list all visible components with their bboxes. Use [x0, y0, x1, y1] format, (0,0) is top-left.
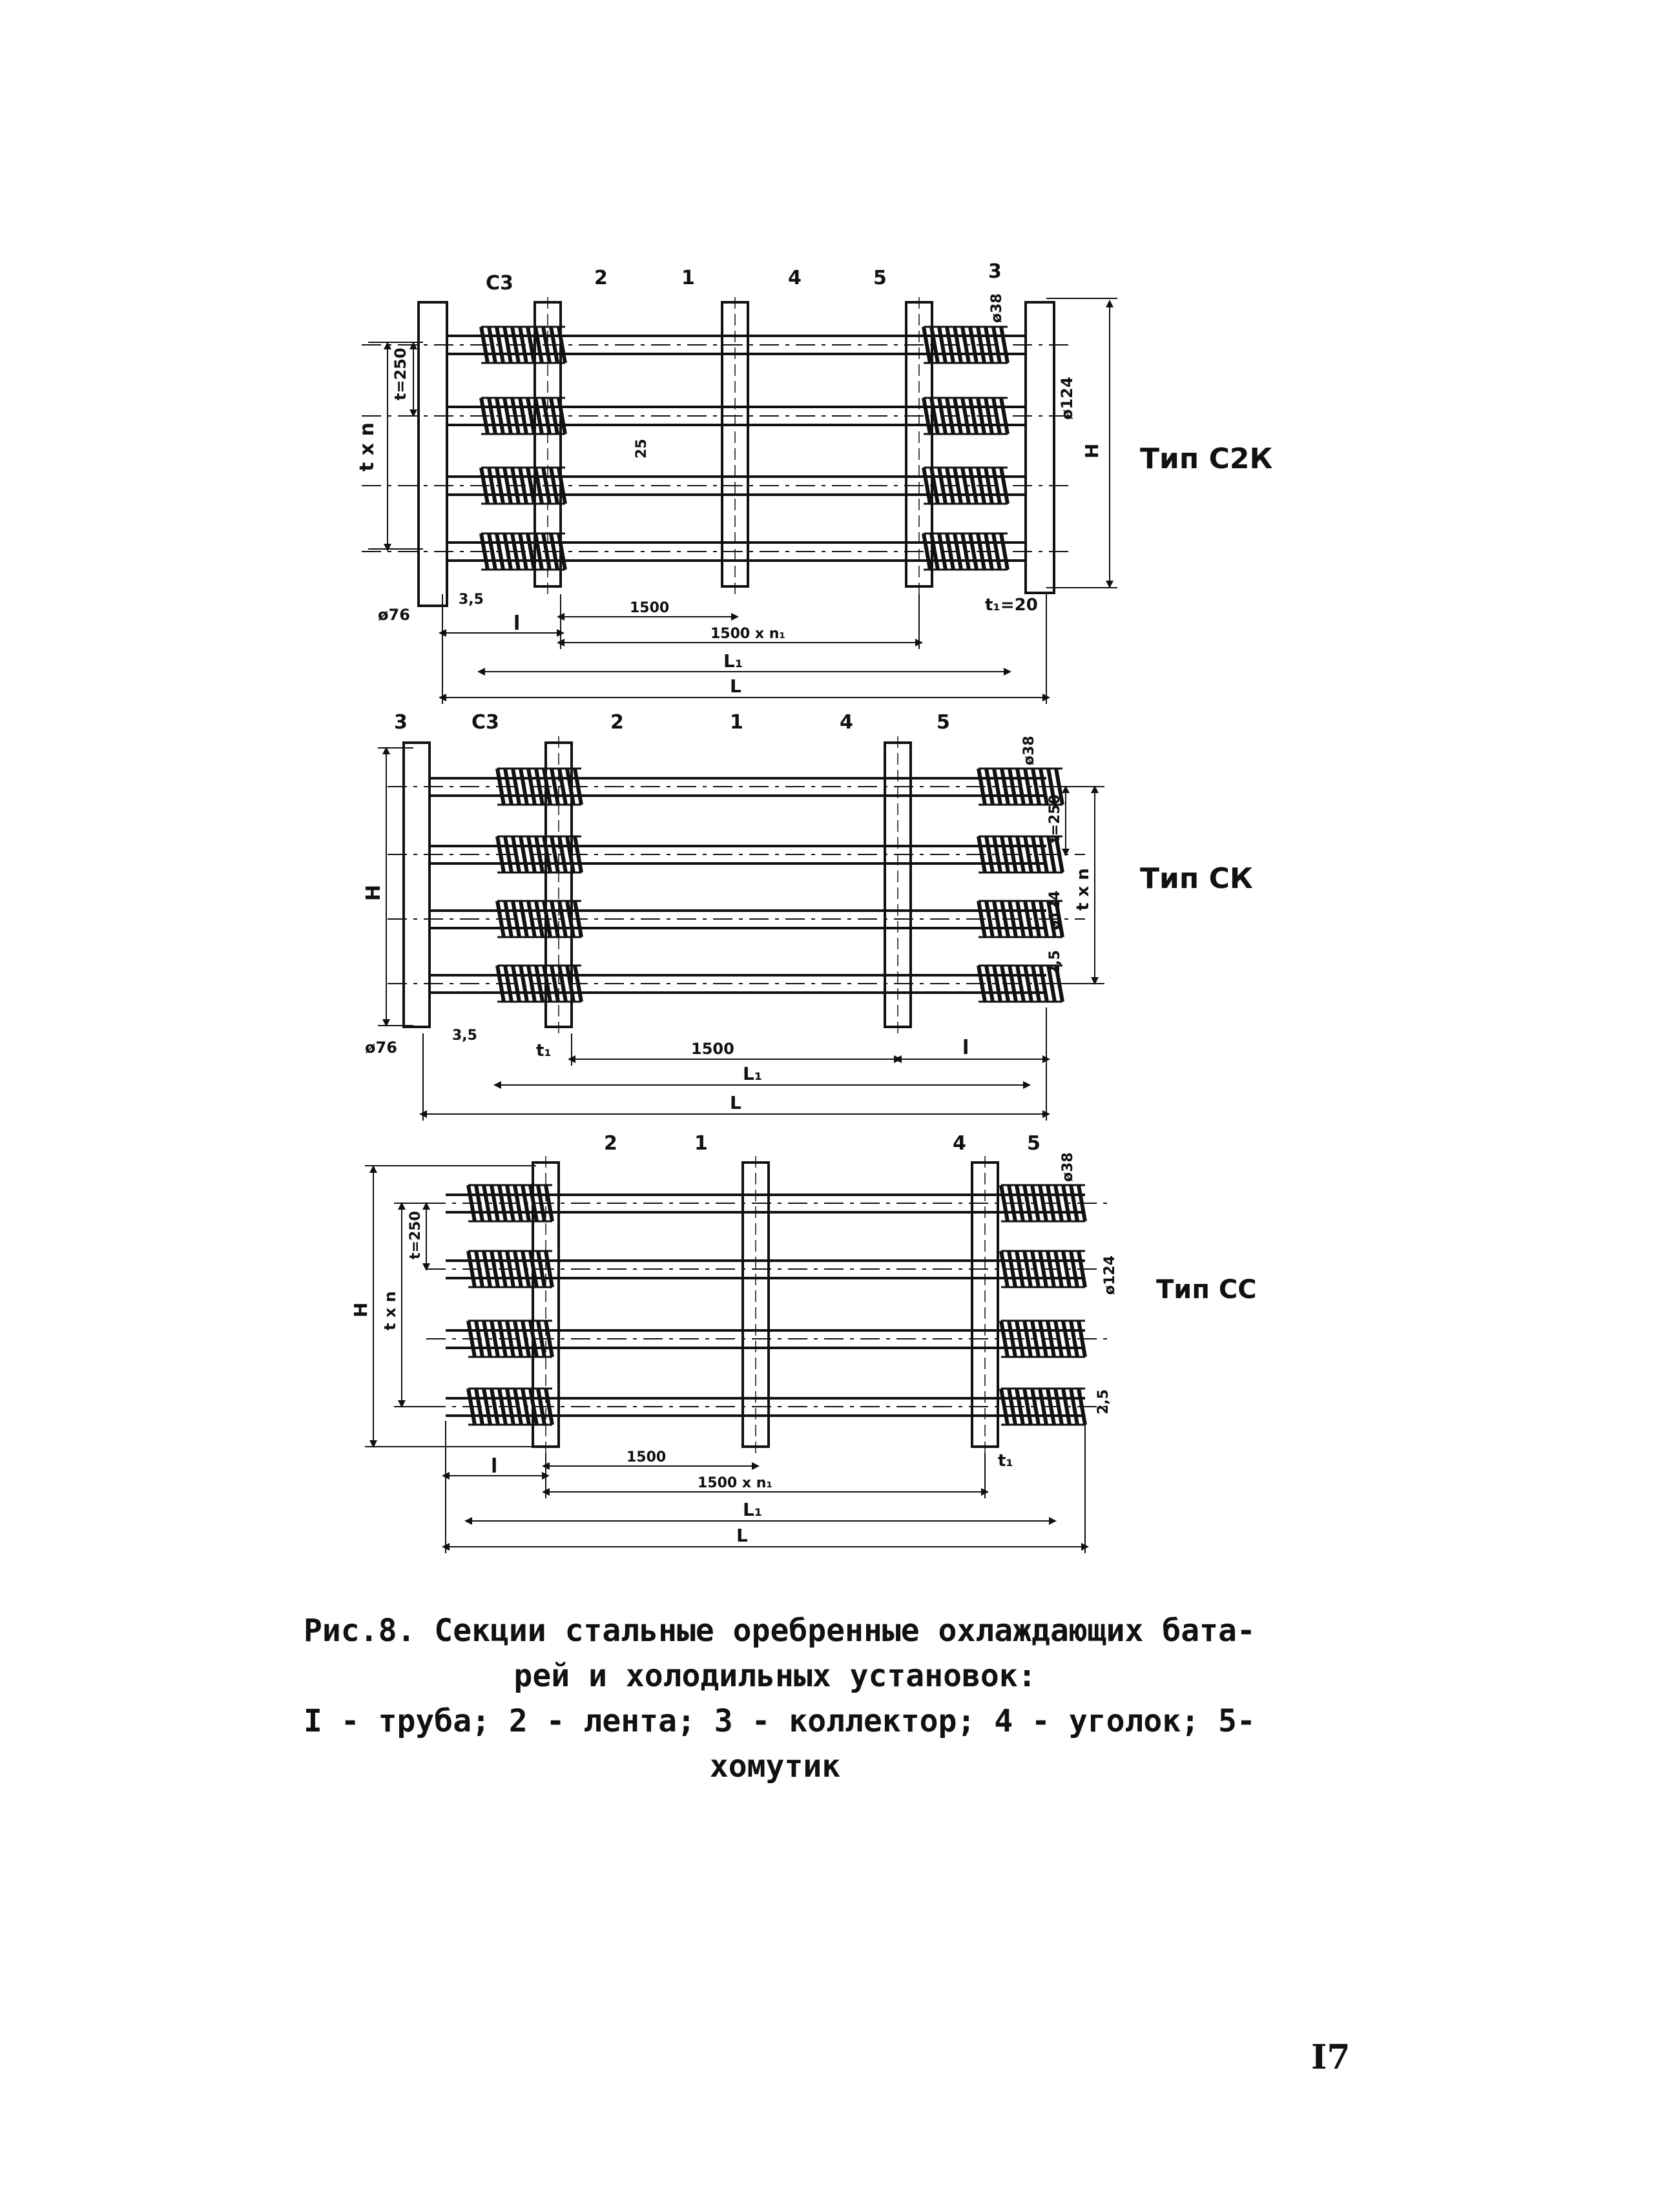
caption-line-3: I - труба; 2 - лента; 3 - коллектор; 4 -…: [304, 1703, 1256, 1739]
fig1-callout-2: 2: [594, 267, 608, 289]
fig3-type-label: Тип СС: [1156, 1275, 1257, 1305]
fig3-dim-tn: t x n: [381, 1291, 399, 1330]
caption-line-1: Рис.8. Секции стальные оребренные охлажд…: [304, 1613, 1256, 1649]
fig1-dim-d124: ø124: [1058, 377, 1076, 420]
fig2-dim-d25: 2,5: [1047, 950, 1063, 975]
fig2-dim-1500: 1500: [691, 1040, 734, 1058]
fig3-dim-1500n: 1500 x n₁: [698, 1475, 772, 1491]
fig2-dim-t: t=250: [1047, 794, 1063, 843]
fig1-dim-d25: 25: [634, 439, 650, 459]
figure-ck: 3 С3 2 1 4 5 Тип СК H t x n t=250 ø124 2…: [362, 711, 1253, 1121]
fig2-dim-l: l: [962, 1037, 969, 1059]
fig1-dim-l: l: [513, 612, 520, 635]
fig1-callout-c3: С3: [486, 272, 513, 295]
fig2-dim-d35: 3,5: [452, 1028, 477, 1044]
fig2-callout-5: 5: [937, 711, 950, 734]
fig2-dim-l1: L₁: [743, 1063, 762, 1084]
fig3-dim-t: t=250: [408, 1211, 424, 1259]
fig1-dim-tn: t x n: [356, 422, 378, 471]
fig1-dim-l1: L₁: [723, 650, 743, 672]
fig2-dim-t1: t₁: [536, 1041, 552, 1060]
fig2-callout-1: 1: [730, 711, 743, 734]
fig1-callout-1: 1: [681, 267, 695, 289]
fig1-dim-1500: 1500: [630, 600, 669, 616]
page-number: I7: [1311, 2038, 1351, 2077]
caption-line-4: хомутик: [709, 1748, 841, 1784]
fig3-dim-l: l: [491, 1455, 497, 1478]
fig2-dim-tn: t x n: [1073, 868, 1093, 911]
figure-cc: 2 1 4 5 Тип СС H t x n t=250 ø124 2,5 ø3…: [350, 1132, 1257, 1553]
fig1-dim-t: t=250: [391, 347, 409, 400]
fig2-dim-h: H: [362, 885, 385, 901]
fig3-dim-d25: 2,5: [1095, 1389, 1112, 1414]
fig1-dim-d38: ø38: [989, 293, 1005, 323]
fig2-callout-3: 3: [394, 711, 408, 734]
fig2-dim-d124: ø124: [1047, 891, 1063, 930]
figure-caption: Рис.8. Секции стальные оребренные охлажд…: [304, 1608, 1256, 1789]
fig2-callout-4: 4: [840, 711, 853, 734]
fig1-dim-t1: t₁=20: [985, 595, 1038, 615]
fig3-dim-d124: ø124: [1102, 1256, 1118, 1295]
fig1-dim-d76: ø76: [378, 606, 410, 624]
fig2-dim-d38: ø38: [1021, 736, 1037, 765]
fig2-type-label: Тип СК: [1140, 862, 1253, 895]
fig1-callout-5: 5: [873, 267, 887, 289]
fig3-dim-h: H: [350, 1303, 371, 1318]
fig3-callout-4: 4: [953, 1132, 966, 1155]
fig3-dim-t1: t₁: [998, 1451, 1013, 1471]
fig2-callout-2: 2: [610, 711, 624, 734]
fig1-dim-h: H: [1081, 444, 1103, 459]
figure-c2k: С3 2 1 4 5 3 Тип С2К t x n t=250 H ø124 …: [356, 260, 1272, 704]
fig1-dim-L: L: [730, 676, 741, 697]
fig2-dim-d76: ø76: [365, 1039, 397, 1057]
fig3-dim-l1: L₁: [743, 1499, 762, 1520]
fig3-callout-1: 1: [694, 1132, 708, 1155]
fig1-dim-d35: 3,5: [459, 592, 484, 608]
fig1-callout-4: 4: [788, 267, 802, 289]
fig3-dim-d38: ø38: [1060, 1152, 1076, 1182]
fig1-callout-3: 3: [988, 260, 1002, 283]
fig3-dim-L: L: [736, 1525, 748, 1546]
fig1-dim-1500n: 1500 x n₁: [710, 626, 785, 642]
fig2-callout-c3: С3: [471, 711, 499, 734]
technical-drawing: С3 2 1 4 5 3 Тип С2К t x n t=250 H ø124 …: [350, 260, 1272, 1553]
fig1-type-label: Тип С2К: [1140, 442, 1272, 475]
fig3-callout-2: 2: [604, 1132, 617, 1155]
fig3-dim-1500: 1500: [627, 1449, 666, 1465]
fig2-dim-L: L: [730, 1092, 741, 1113]
fig3-callout-5: 5: [1027, 1132, 1041, 1155]
caption-line-2: рей и холодильных установок:: [513, 1658, 1037, 1694]
